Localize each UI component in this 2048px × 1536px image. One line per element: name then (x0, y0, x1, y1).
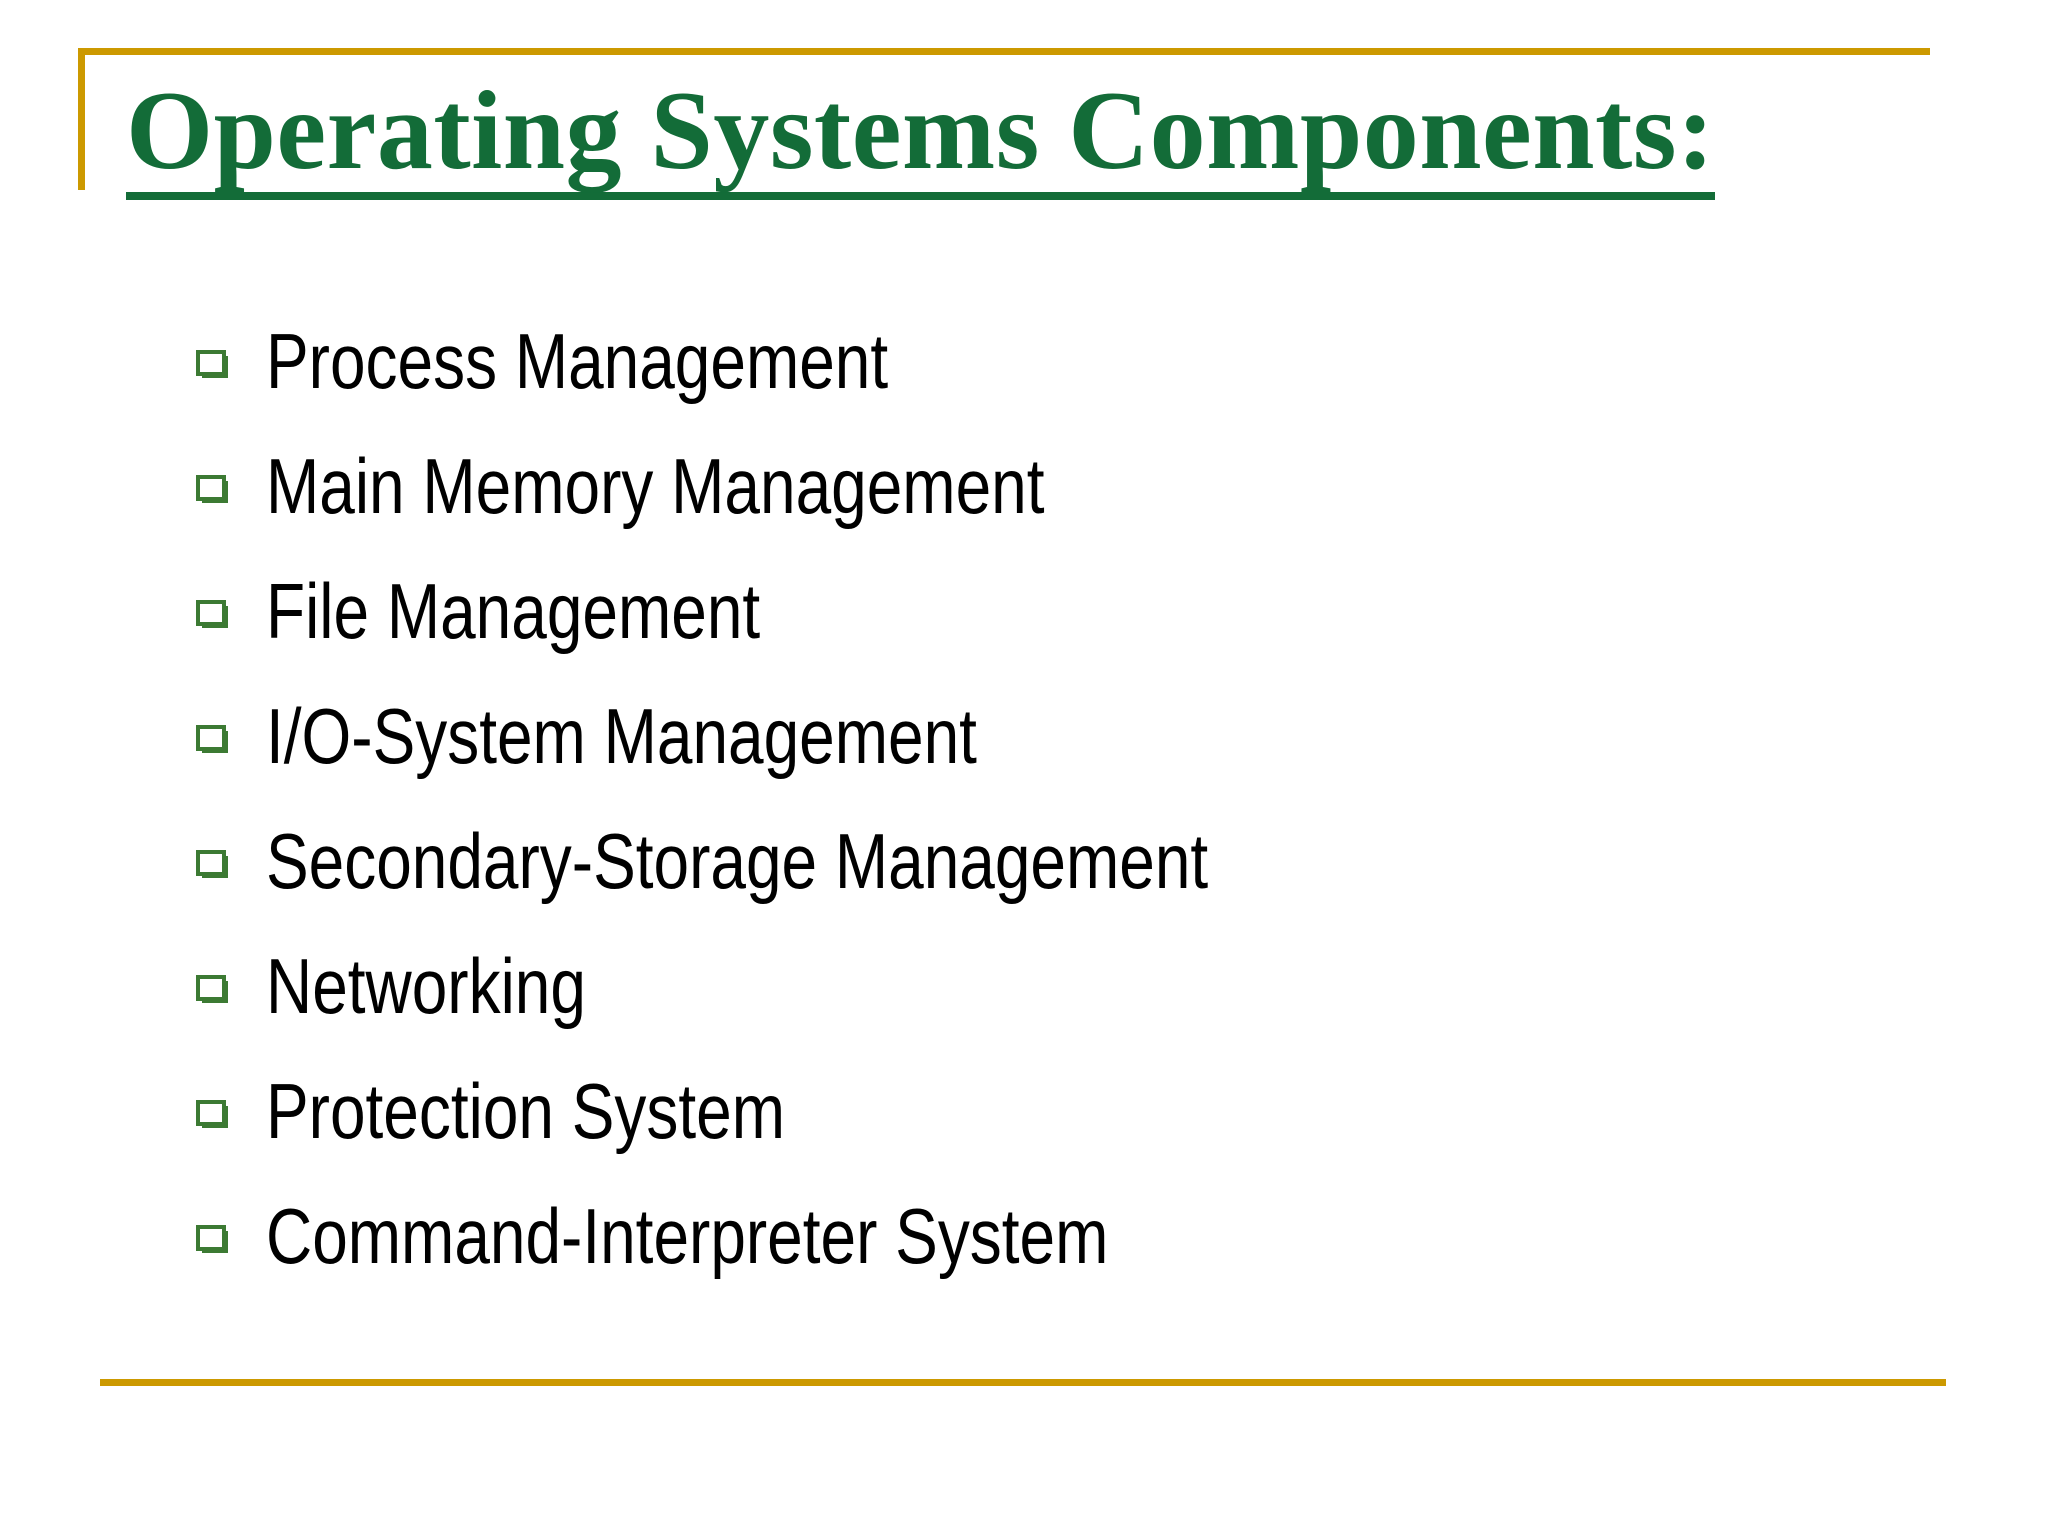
components-bullet-list: Process Management Main Memory Managemen… (196, 298, 1956, 1298)
slide-title-text: Operating Systems Components: (126, 72, 1715, 200)
hollow-square-bullet-icon (196, 725, 228, 753)
list-item-label: Secondary-Storage Management (266, 816, 1209, 905)
list-item-label: Command-Interpreter System (266, 1191, 1109, 1280)
list-item: File Management (196, 548, 1956, 673)
list-item-label: Protection System (266, 1066, 785, 1155)
list-item-label: File Management (266, 566, 761, 655)
hollow-square-bullet-icon (196, 350, 228, 378)
left-gold-rule (78, 48, 85, 190)
slide-title: Operating Systems Components: (126, 72, 1926, 202)
list-item: Process Management (196, 298, 1956, 423)
list-item: Main Memory Management (196, 423, 1956, 548)
list-item-label: Networking (266, 941, 586, 1030)
list-item: Protection System (196, 1048, 1956, 1173)
hollow-square-bullet-icon (196, 1100, 228, 1128)
list-item: Command-Interpreter System (196, 1173, 1956, 1298)
hollow-square-bullet-icon (196, 975, 228, 1003)
hollow-square-bullet-icon (196, 475, 228, 503)
list-item: Networking (196, 923, 1956, 1048)
bottom-gold-rule (100, 1379, 1946, 1386)
list-item: I/O-System Management (196, 673, 1956, 798)
list-item-label: I/O-System Management (266, 691, 977, 780)
hollow-square-bullet-icon (196, 600, 228, 628)
top-gold-rule (78, 48, 1930, 55)
list-item-label: Main Memory Management (266, 441, 1045, 530)
hollow-square-bullet-icon (196, 1225, 228, 1253)
list-item-label: Process Management (266, 316, 889, 405)
hollow-square-bullet-icon (196, 850, 228, 878)
list-item: Secondary-Storage Management (196, 798, 1956, 923)
